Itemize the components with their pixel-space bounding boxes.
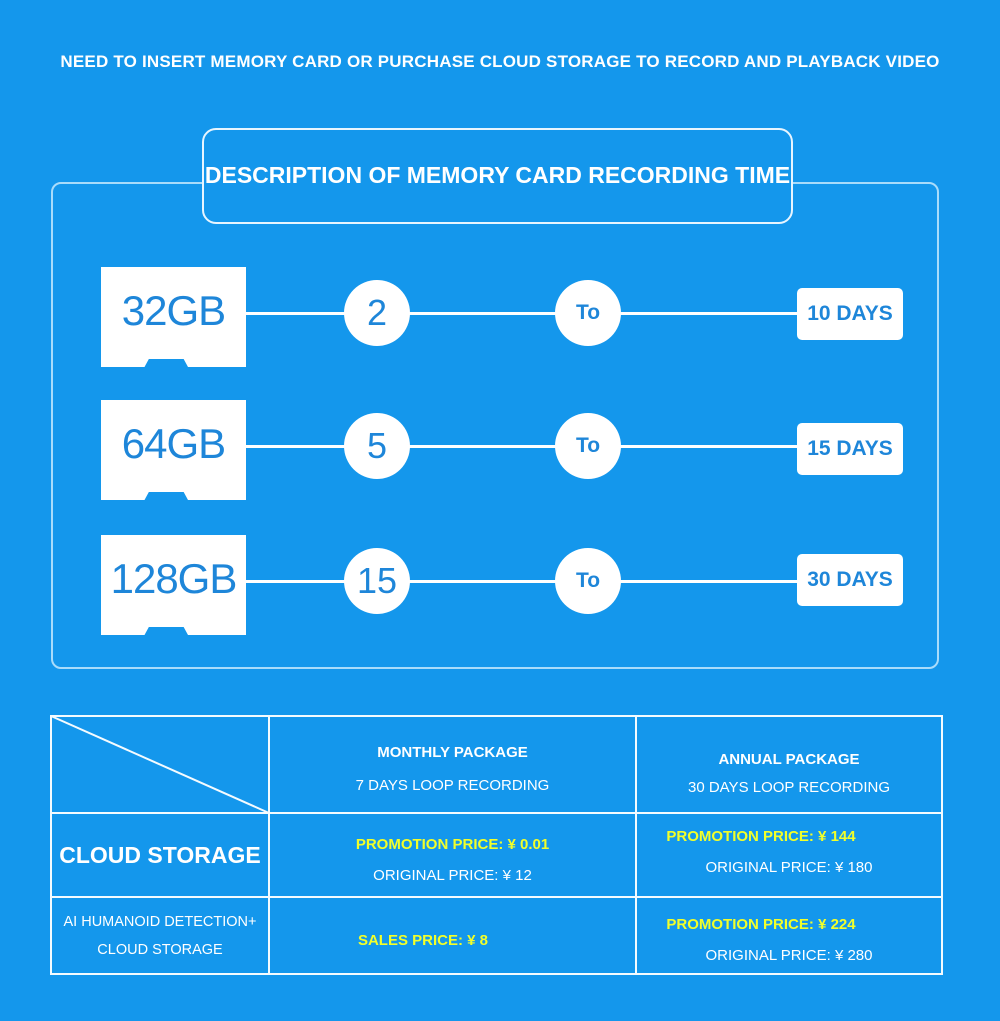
monthly-package-subtitle: 7 DAYS LOOP RECORDING bbox=[355, 777, 550, 794]
original-price: ORIGINAL PRICE: ¥ 180 bbox=[705, 859, 873, 876]
ai-detection-label-line2: CLOUD STORAGE bbox=[97, 942, 223, 958]
monthly-cloud-price: PROMOTION PRICE: ¥ 0.01 ORIGINAL PRICE: … bbox=[270, 836, 635, 884]
days-min: 5 bbox=[344, 413, 410, 479]
days-min: 15 bbox=[344, 548, 410, 614]
monthly-package-header: MONTHLY PACKAGE 7 DAYS LOOP RECORDING bbox=[270, 744, 635, 794]
connector-line bbox=[240, 312, 802, 315]
table-divider bbox=[635, 715, 637, 975]
table-divider bbox=[50, 812, 943, 814]
table-divider bbox=[268, 715, 270, 975]
recording-row-32gb: 32GB 2 To 10 DAYS bbox=[0, 262, 1000, 372]
original-price: ORIGINAL PRICE: ¥ 280 bbox=[705, 947, 873, 964]
promotion-price: PROMOTION PRICE: ¥ 144 bbox=[666, 828, 856, 845]
memory-section-title-box: DESCRIPTION OF MEMORY CARD RECORDING TIM… bbox=[202, 128, 793, 224]
memory-section-title: DESCRIPTION OF MEMORY CARD RECORDING TIM… bbox=[204, 161, 791, 188]
card-capacity: 128GB bbox=[110, 555, 238, 602]
connector-line bbox=[240, 580, 802, 583]
sd-card-icon: 32GB bbox=[101, 267, 246, 367]
recording-row-64gb: 64GB 5 To 15 DAYS bbox=[0, 395, 1000, 505]
promotion-price: PROMOTION PRICE: ¥ 0.01 bbox=[355, 836, 550, 853]
table-border-right bbox=[941, 715, 943, 975]
original-price: ORIGINAL PRICE: ¥ 12 bbox=[373, 867, 532, 884]
annual-package-title: ANNUAL PACKAGE bbox=[718, 751, 860, 768]
days-max: 30 DAYS bbox=[797, 554, 903, 606]
sd-card-icon: 128GB bbox=[101, 535, 246, 635]
table-border-left bbox=[50, 715, 52, 975]
days-min: 2 bbox=[344, 280, 410, 346]
annual-package-subtitle: 30 DAYS LOOP RECORDING bbox=[687, 779, 890, 796]
ai-detection-label: AI HUMANOID DETECTION+ CLOUD STORAGE bbox=[52, 914, 268, 958]
cloud-storage-label: CLOUD STORAGE bbox=[59, 842, 261, 868]
promotion-price: PROMOTION PRICE: ¥ 224 bbox=[666, 916, 856, 933]
connector-line bbox=[240, 445, 802, 448]
days-max: 10 DAYS bbox=[797, 288, 903, 340]
table-divider bbox=[50, 896, 943, 898]
to-label: To bbox=[555, 548, 621, 614]
to-label: To bbox=[555, 280, 621, 346]
card-capacity: 32GB bbox=[121, 287, 226, 334]
cloud-storage-table: MONTHLY PACKAGE 7 DAYS LOOP RECORDING AN… bbox=[50, 715, 943, 975]
ai-detection-label-line1: AI HUMANOID DETECTION+ bbox=[63, 914, 257, 930]
annual-ai-price: PROMOTION PRICE: ¥ 224 ORIGINAL PRICE: ¥… bbox=[637, 916, 941, 964]
sd-card-icon: 64GB bbox=[101, 400, 246, 500]
recording-row-128gb: 128GB 15 To 30 DAYS bbox=[0, 530, 1000, 640]
monthly-ai-price: SALES PRICE: ¥ 8 bbox=[270, 932, 635, 949]
to-label: To bbox=[555, 413, 621, 479]
monthly-package-title: MONTHLY PACKAGE bbox=[377, 744, 528, 761]
sales-price: SALES PRICE: ¥ 8 bbox=[357, 932, 489, 949]
days-max: 15 DAYS bbox=[797, 423, 903, 475]
annual-package-header: ANNUAL PACKAGE 30 DAYS LOOP RECORDING bbox=[637, 751, 941, 796]
table-border-bottom bbox=[50, 973, 943, 975]
card-capacity: 64GB bbox=[121, 420, 226, 467]
diagonal-header-line bbox=[50, 715, 270, 814]
table-border-top bbox=[50, 715, 943, 717]
storage-notice: NEED TO INSERT MEMORY CARD OR PURCHASE C… bbox=[60, 52, 940, 71]
annual-cloud-price: PROMOTION PRICE: ¥ 144 ORIGINAL PRICE: ¥… bbox=[637, 828, 941, 876]
